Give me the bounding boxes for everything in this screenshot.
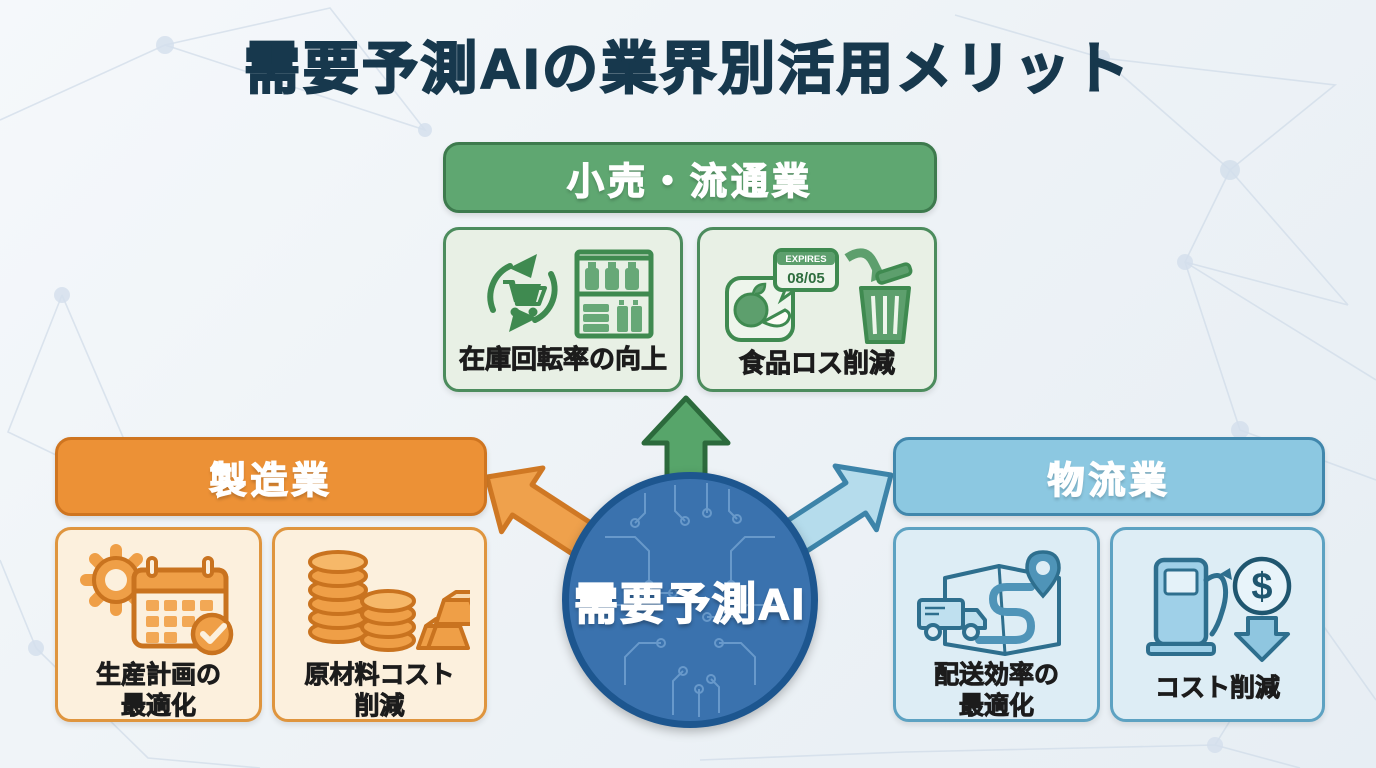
logistics-header-label: 物流業 bbox=[1047, 459, 1171, 501]
production-plan-icon bbox=[64, 544, 253, 660]
card-label: 在庫回転率の向上 bbox=[458, 344, 668, 375]
delivery-efficiency-icon bbox=[902, 544, 1091, 660]
page-title: 需要予測AIの業界別活用メリット bbox=[243, 36, 1132, 101]
card-label: 原材料コスト 削減 bbox=[304, 661, 455, 720]
circuit-pattern bbox=[595, 483, 785, 717]
manufacturing-card-raw-material: 原材料コスト 削減 bbox=[272, 527, 487, 722]
retail-header-label: 小売・流通業 bbox=[566, 160, 813, 202]
retail-header: 小売・流通業 bbox=[443, 142, 937, 213]
card-label: コスト削減 bbox=[1154, 673, 1281, 702]
card-label: 配送効率の 最適化 bbox=[933, 661, 1060, 720]
manufacturing-header-label: 製造業 bbox=[209, 459, 333, 501]
manufacturing-header: 製造業 bbox=[55, 437, 487, 516]
logistics-card-cost-reduction: $ コスト削減 bbox=[1110, 527, 1325, 722]
center-node-label: 需要予測AI bbox=[573, 579, 806, 630]
dollar-sign: $ bbox=[1251, 566, 1272, 608]
retail-card-inventory-turnover: 在庫回転率の向上 bbox=[443, 227, 683, 392]
cost-reduction-icon: $ bbox=[1119, 544, 1316, 673]
center-node-demand-forecast-ai: 需要予測AI bbox=[562, 472, 818, 728]
card-label: 食品ロス削減 bbox=[738, 348, 896, 379]
raw-material-cost-icon bbox=[281, 544, 478, 660]
manufacturing-card-production-plan: 生産計画の 最適化 bbox=[55, 527, 262, 722]
expiry-tag-text: EXPIRES bbox=[785, 254, 826, 265]
logistics-card-delivery: 配送効率の 最適化 bbox=[893, 527, 1100, 722]
inventory-turnover-icon bbox=[452, 244, 674, 344]
expiry-date-text: 08/05 bbox=[787, 270, 825, 287]
retail-card-food-loss: EXPIRES 08/05 食品ロス削減 bbox=[697, 227, 937, 392]
card-label: 生産計画の 最適化 bbox=[95, 661, 222, 720]
logistics-header: 物流業 bbox=[893, 437, 1325, 516]
food-loss-icon: EXPIRES 08/05 bbox=[706, 244, 928, 348]
